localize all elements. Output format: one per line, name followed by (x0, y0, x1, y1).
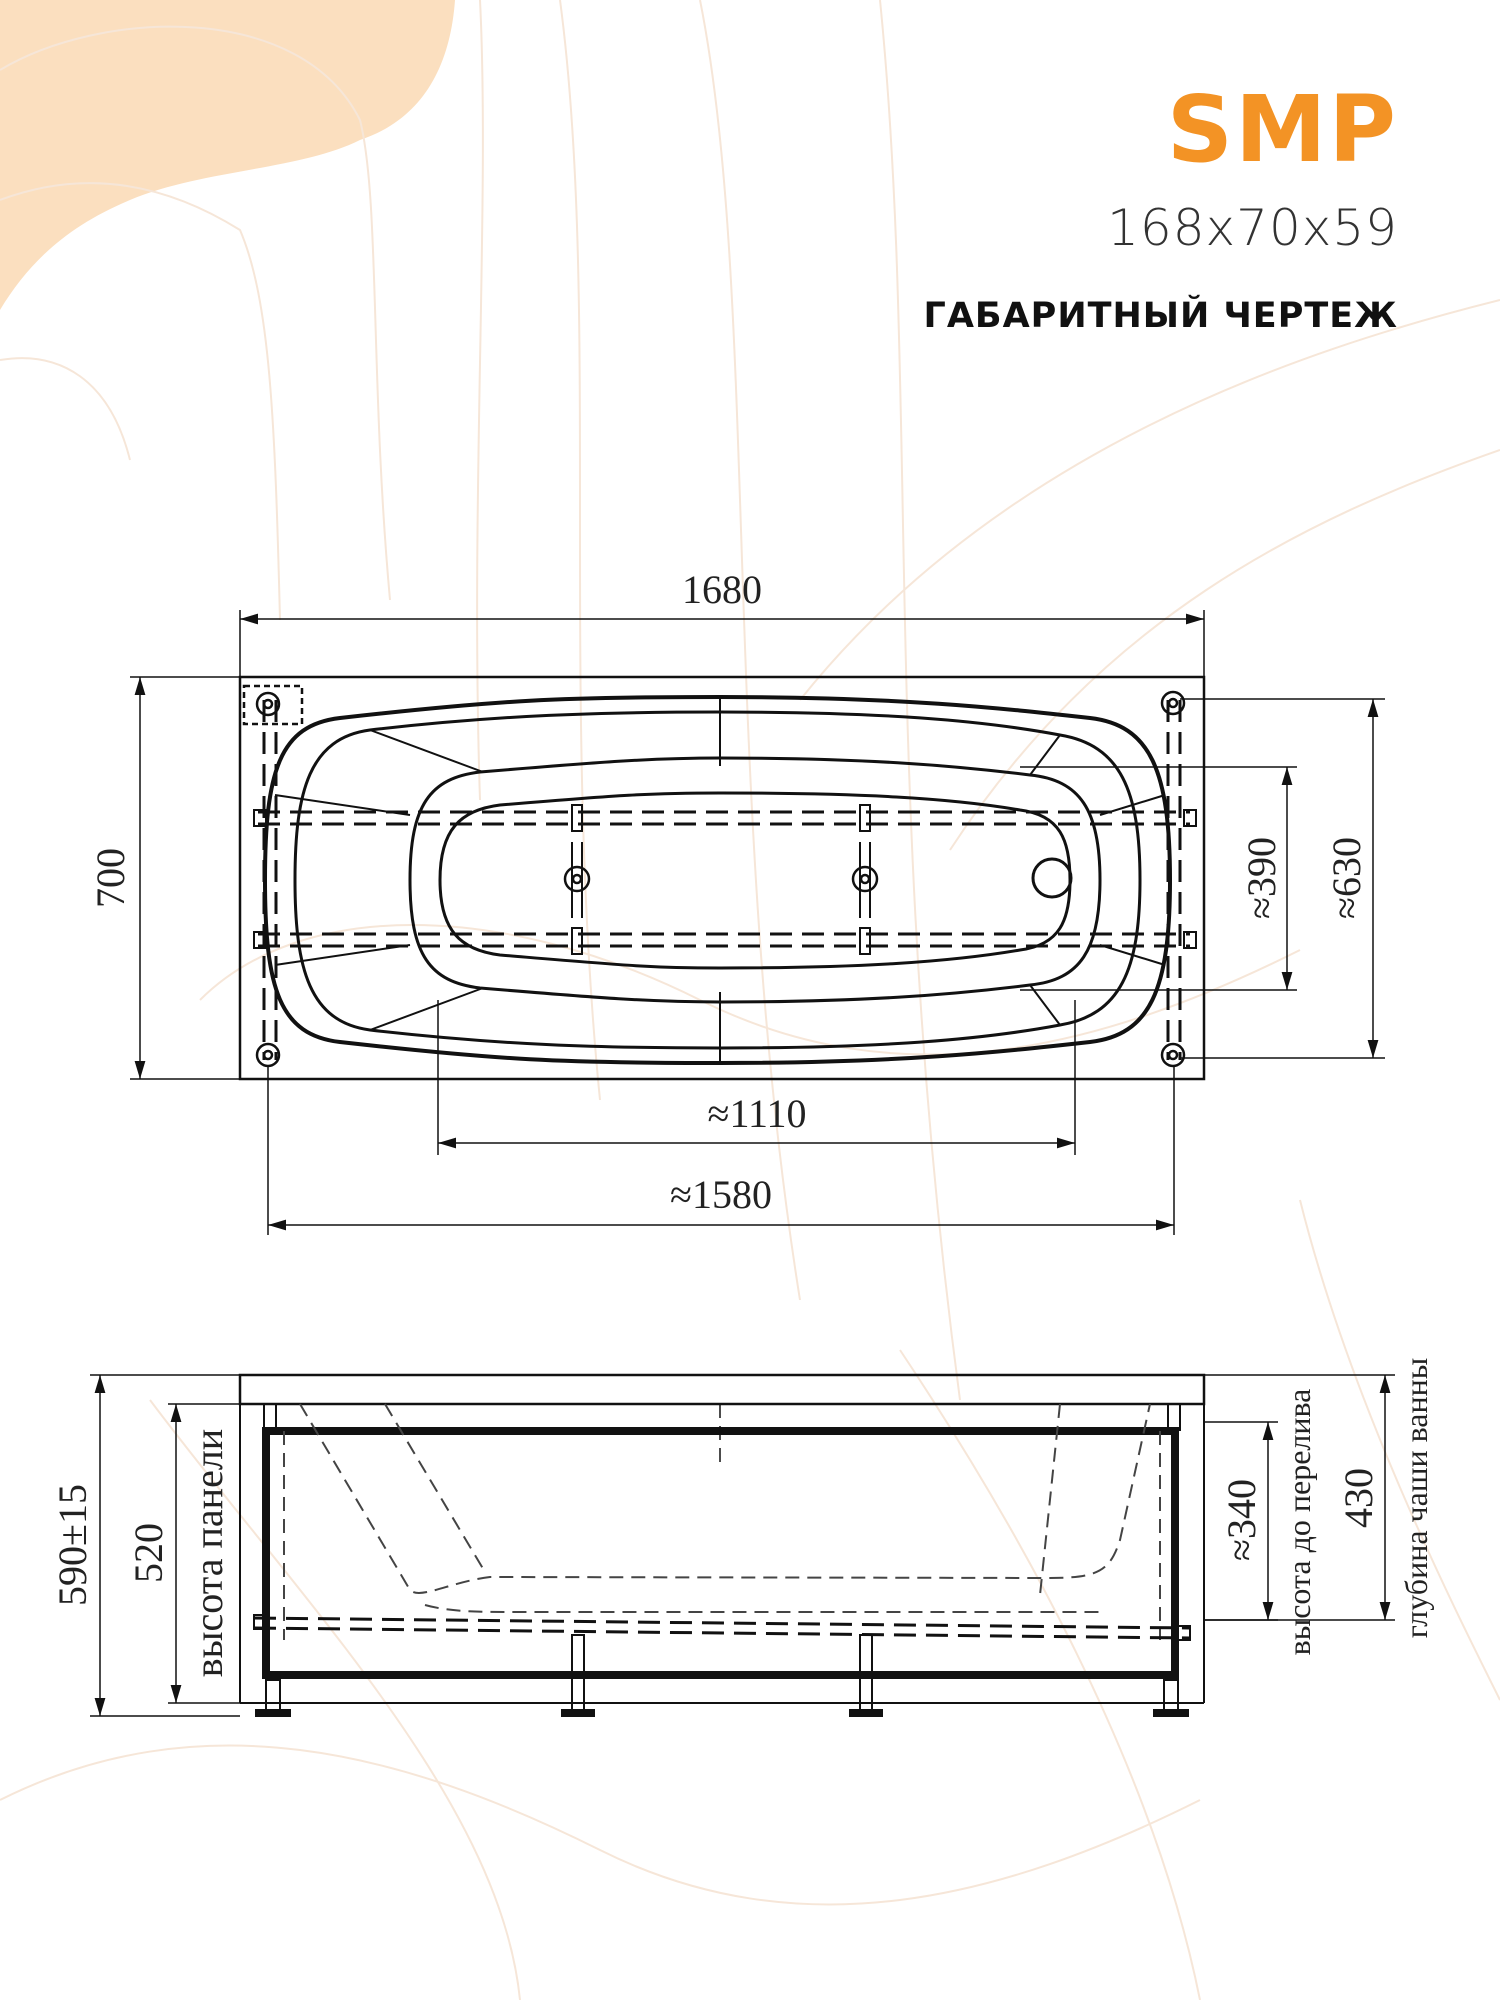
drawing-subtitle: ГАБАРИТНЫЙ ЧЕРТЕЖ (923, 296, 1398, 336)
tub-rim-outline (238, 675, 1206, 1081)
orange-blob (0, 0, 455, 310)
top-view (130, 610, 1385, 1235)
legs (255, 1634, 1189, 1717)
leg-markers (242, 684, 1186, 1068)
dim-bowl-depth-value: 430 (1336, 1468, 1381, 1528)
product-dimensions: 168x70x59 (1107, 199, 1398, 257)
side-rim (238, 1373, 1206, 1406)
dim-leg-span: ≈1580 (670, 1172, 772, 1217)
header: SMP 168x70x59 ГАБАРИТНЫЙ ЧЕРТЕЖ (924, 80, 1398, 338)
dim-length: 1680 (682, 567, 762, 612)
dim-leg-width: ≈630 (1324, 837, 1369, 919)
dim-inner-length: ≈1110 (708, 1091, 807, 1136)
bowl-outer (262, 694, 1173, 1066)
dim-panel-height-label: высота панели (186, 1429, 231, 1677)
dim-total-height: 590±15 (50, 1484, 95, 1606)
drain-icon (1031, 857, 1073, 899)
bowl-contour-2 (293, 710, 1142, 1050)
dim-inner-width: ≈390 (1239, 837, 1284, 919)
dim-panel-height-value: 520 (126, 1523, 171, 1583)
dim-overflow-value: ≈340 (1219, 1479, 1264, 1561)
bowl-floor (438, 791, 1072, 970)
brand-title: SMP (1166, 76, 1398, 183)
front-panel-frame (262, 1427, 1179, 1679)
dim-width: 700 (88, 848, 133, 908)
dim-overflow-label: высота до перелива (1281, 1389, 1317, 1656)
side-view (90, 1373, 1395, 1717)
dim-bowl-depth-label: глубина чаши ванны (1398, 1358, 1434, 1638)
